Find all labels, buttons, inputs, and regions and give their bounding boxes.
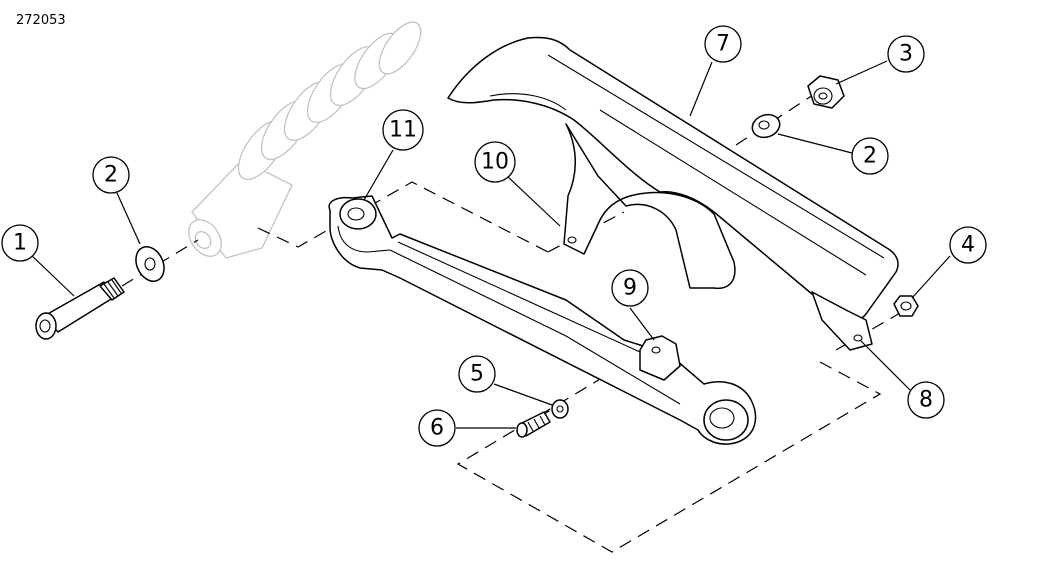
callout-1: 1 <box>1 224 39 262</box>
callout-9: 9 <box>611 269 649 307</box>
callout-label: 10 <box>481 150 509 175</box>
callout-7: 7 <box>704 25 742 63</box>
figure-id: 272053 <box>16 13 66 28</box>
callout-2-left: 2 <box>92 156 130 194</box>
callout-label: 4 <box>961 233 975 258</box>
small-washer-part <box>551 399 569 419</box>
screw-part <box>516 411 551 438</box>
shock-absorber-ghost <box>188 21 422 259</box>
flange-nut-part <box>807 75 845 109</box>
callout-label: 2 <box>104 163 118 188</box>
bolt-part <box>35 277 125 340</box>
callout-10: 10 <box>474 141 516 183</box>
chain-guard-part <box>447 36 899 351</box>
callout-leaders <box>29 60 951 429</box>
callout-label: 2 <box>863 144 877 169</box>
callout-2-right: 2 <box>851 137 889 175</box>
callout-label: 11 <box>389 118 417 143</box>
nut-part <box>893 295 919 317</box>
callout-label: 7 <box>716 32 730 57</box>
washer-part-right <box>751 113 781 139</box>
callout-11: 11 <box>382 109 424 151</box>
callout-label: 3 <box>899 42 913 67</box>
callout-4: 4 <box>949 226 987 264</box>
callout-8: 8 <box>907 381 945 419</box>
callout-label: 5 <box>470 362 484 387</box>
callout-6: 6 <box>418 409 456 447</box>
callout-label: 8 <box>919 388 933 413</box>
callout-3: 3 <box>887 35 925 73</box>
callout-label: 1 <box>13 231 27 256</box>
swing-arm-part <box>328 195 757 445</box>
callout-label: 6 <box>430 416 444 441</box>
callout-5: 5 <box>458 355 496 393</box>
callout-label: 9 <box>623 276 637 301</box>
washer-part-left <box>135 246 165 282</box>
